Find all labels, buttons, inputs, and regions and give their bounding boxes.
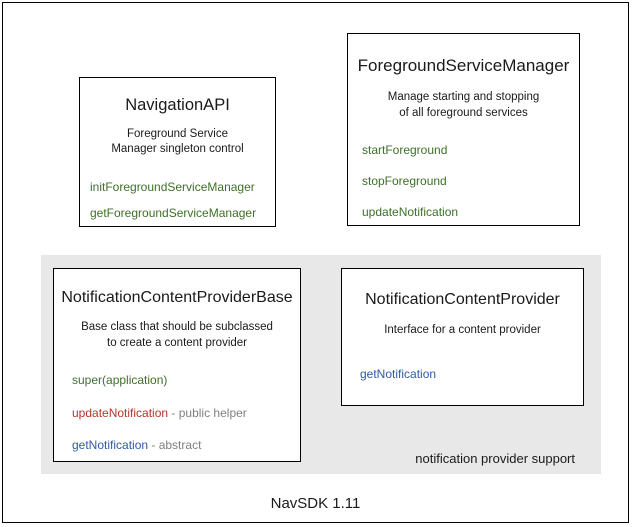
member-row[interactable]: super(application): [72, 373, 300, 389]
class-description-notification-content-provider-base: Base class that should be subclassed to …: [81, 321, 273, 349]
member-list-notification-content-provider: getNotification: [342, 367, 583, 383]
class-description-navigation-api: Foreground Service Manager singleton con…: [111, 127, 244, 156]
member-row[interactable]: stopForeground: [362, 174, 579, 190]
member-row[interactable]: startForeground: [362, 143, 579, 159]
member-row[interactable]: initForegroundServiceManager: [90, 180, 275, 196]
member-list-navigation-api: initForegroundServiceManager getForegrou…: [80, 180, 275, 222]
member-name: initForegroundServiceManager: [90, 179, 255, 194]
diagram-footer-caption: NavSDK 1.11: [270, 495, 361, 512]
member-row[interactable]: updateNotification - public helper: [72, 406, 300, 422]
class-box-notification-content-provider-base[interactable]: NotificationContentProviderBase Base cla…: [53, 268, 301, 462]
class-title-notification-content-provider-base: NotificationContentProviderBase: [61, 289, 293, 306]
member-note: - public helper: [168, 405, 247, 420]
member-list-foreground-service-manager: startForeground stopForeground updateNot…: [348, 143, 579, 220]
member-name: getNotification: [72, 438, 149, 453]
member-name: super(application): [72, 373, 168, 388]
member-name: getForegroundServiceManager: [90, 206, 257, 221]
member-name: updateNotification: [72, 405, 169, 420]
member-name: startForeground: [362, 143, 448, 158]
member-row[interactable]: getForegroundServiceManager: [90, 206, 275, 222]
class-box-notification-content-provider[interactable]: NotificationContentProvider Interface fo…: [341, 268, 584, 406]
class-title-navigation-api: NavigationAPI: [125, 96, 230, 114]
member-name: updateNotification: [362, 204, 459, 219]
member-row[interactable]: getNotification - abstract: [72, 438, 300, 454]
class-description-foreground-service-manager: Manage starting and stopping of all fore…: [387, 91, 540, 119]
member-row[interactable]: updateNotification: [362, 205, 579, 221]
diagram-outer-frame: notification provider support Navigation…: [2, 2, 629, 523]
class-description-notification-content-provider: Interface for a content provider: [384, 324, 541, 337]
class-box-foreground-service-manager[interactable]: ForegroundServiceManager Manage starting…: [347, 33, 580, 226]
member-name: stopForeground: [362, 174, 447, 189]
member-list-notification-content-provider-base: super(application) updateNotification - …: [54, 373, 300, 454]
class-title-foreground-service-manager: ForegroundServiceManager: [357, 56, 570, 75]
class-box-navigation-api[interactable]: NavigationAPI Foreground Service Manager…: [79, 77, 276, 227]
member-note: - abstract: [148, 438, 202, 453]
group-panel-label: notification provider support: [415, 451, 575, 466]
class-title-notification-content-provider: NotificationContentProvider: [365, 291, 560, 308]
member-name: getNotification: [360, 366, 437, 381]
member-row[interactable]: getNotification: [360, 367, 583, 383]
